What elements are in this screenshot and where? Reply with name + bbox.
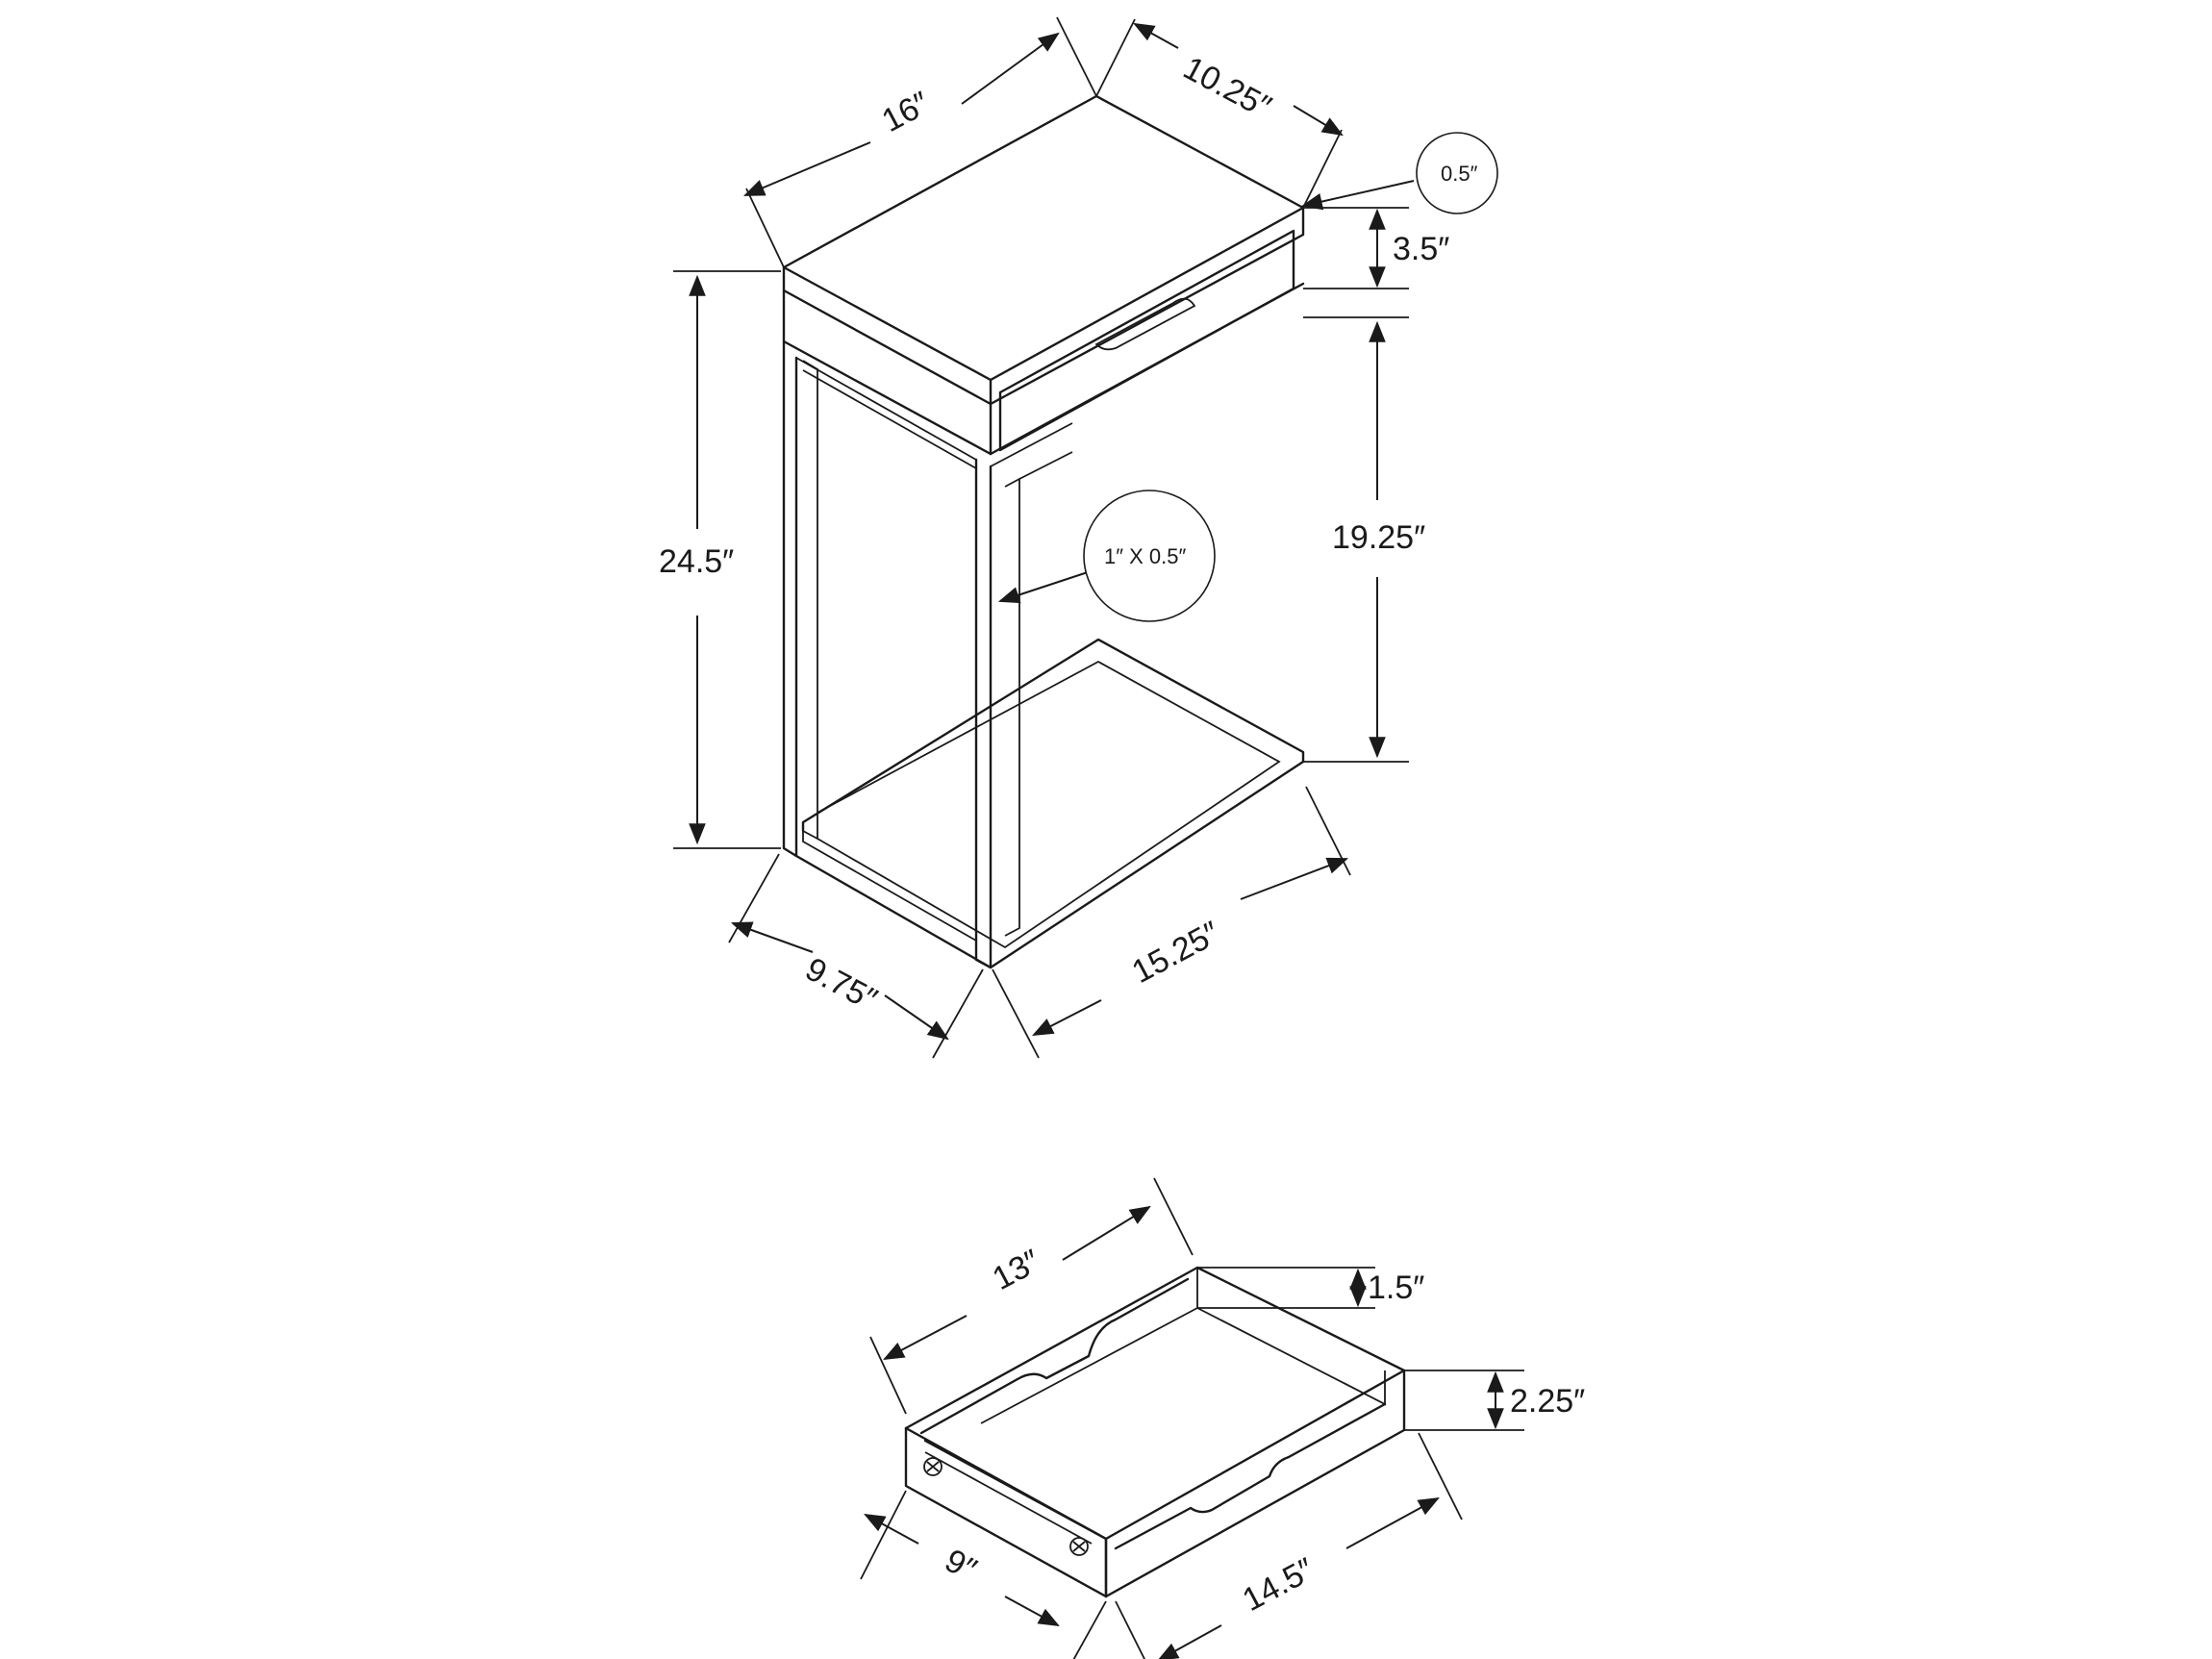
table-top-front-face: [782, 265, 993, 406]
top-thickness-callout: [1416, 132, 1498, 214]
base-width-label: 15.25″: [1126, 915, 1226, 991]
drawer-length-label: 13″: [987, 1243, 1046, 1297]
tube-size-label: 1″ X 0.5″: [1104, 544, 1187, 568]
table-top: [782, 94, 1305, 382]
table-apron: [782, 289, 993, 456]
drawer-inner-height-label: 1.5″: [1368, 1269, 1424, 1306]
rear-leg: [782, 339, 798, 858]
base-frame-inner: [817, 660, 1281, 949]
top-rail-back: [795, 357, 977, 469]
drawer-left-end: [904, 1426, 1108, 1598]
base-depth-label: 9.75″: [799, 951, 883, 1018]
table-top-side-face: [989, 206, 1305, 406]
base-frame-outer: [794, 638, 1305, 969]
side-table-drawing: [782, 94, 1305, 969]
drawer-front-panel: [1104, 1369, 1406, 1598]
top-rail-front: [990, 422, 1073, 480]
table-depth-label: 10.25″: [1177, 50, 1277, 126]
drawer-height-label: 3.5″: [1393, 231, 1449, 267]
drawer-dimensions: 13″ 1.5″ 2.25″ 9″ 14.5″: [860, 1177, 1585, 1659]
screw-left-icon: [923, 1457, 943, 1476]
drawer-drawing: [904, 1266, 1406, 1598]
apron-side: [989, 282, 1305, 456]
drawer-left-side-panel: [919, 1277, 1190, 1435]
drawer-outer-height-label: 2.25″: [1510, 1383, 1585, 1420]
top-thickness-label: 0.5″: [1441, 162, 1478, 186]
drawer-right-side-panel: [923, 1402, 1387, 1550]
leg-clearance-label: 19.25″: [1332, 519, 1425, 556]
base-front-rail: [802, 831, 977, 942]
table-height-label: 24.5″: [659, 543, 734, 580]
rear-leg-inner: [802, 360, 818, 841]
drawer-handle-cutout: [1094, 297, 1196, 351]
tube-size-callout: [1083, 490, 1216, 622]
drawer-top-rim: [904, 1266, 1406, 1430]
drawer-back-inner: [980, 1268, 1386, 1424]
drawer-bottom-inner: [924, 1451, 1093, 1545]
drawer-front-length-label: 14.5″: [1237, 1551, 1320, 1619]
table-width-label: 16″: [876, 85, 936, 139]
drawer-width-label: 9″: [939, 1543, 982, 1589]
screw-right-icon: [1069, 1537, 1089, 1556]
